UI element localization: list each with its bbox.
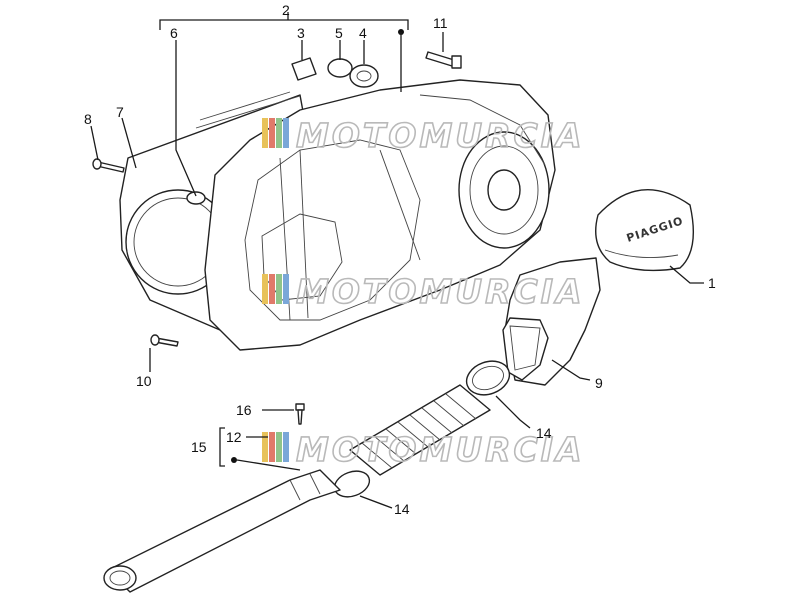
air-duct — [502, 257, 601, 386]
watermark-bottom: MOTOMURCIA — [262, 429, 585, 470]
intake-pipe — [103, 469, 341, 593]
callout-5: 5 — [335, 25, 343, 41]
watermark-text-top: MOTOMURCIA — [296, 116, 585, 155]
inspection-cap — [186, 191, 206, 205]
transmission-cover — [204, 79, 556, 351]
leader-lines — [90, 12, 704, 509]
watermark-middle: MOTOMURCIA — [262, 271, 585, 312]
callout-14-lower: 14 — [394, 501, 410, 517]
watermark-text-bottom: MOTOMURCIA — [296, 430, 585, 469]
bushing — [291, 57, 317, 81]
callout-labels: 2 6 3 5 4 11 8 7 1 9 10 16 12 15 14 14 — [84, 2, 716, 517]
bellows-hose — [349, 384, 491, 476]
callout-11: 11 — [433, 15, 448, 31]
screw-16 — [295, 403, 305, 425]
o-ring — [327, 58, 353, 78]
oil-seal — [349, 64, 379, 88]
hose-clamp-upper — [465, 360, 511, 396]
hose-clamp-lower — [333, 470, 371, 498]
watermark-text-middle: MOTOMURCIA — [296, 272, 585, 311]
callout-8: 8 — [84, 111, 92, 127]
callout-4: 4 — [359, 25, 367, 41]
screw-8 — [92, 158, 125, 173]
callout-6: 6 — [170, 25, 178, 41]
bolt-11 — [425, 51, 462, 69]
callout-14-upper: 14 — [536, 425, 552, 441]
callout-1: 1 — [708, 275, 716, 291]
callout-2: 2 — [282, 2, 290, 18]
callout-7: 7 — [116, 104, 124, 120]
callout-10: 10 — [136, 373, 152, 389]
callout-9: 9 — [595, 375, 603, 391]
piaggio-cover: PIAGGIO — [595, 189, 695, 272]
callout-3: 3 — [297, 25, 305, 41]
callout-15: 15 — [191, 439, 207, 455]
callout-12: 12 — [226, 429, 242, 445]
screw-10 — [150, 334, 179, 347]
callout-16: 16 — [236, 402, 252, 418]
watermark-top: MOTOMURCIA — [262, 115, 585, 156]
